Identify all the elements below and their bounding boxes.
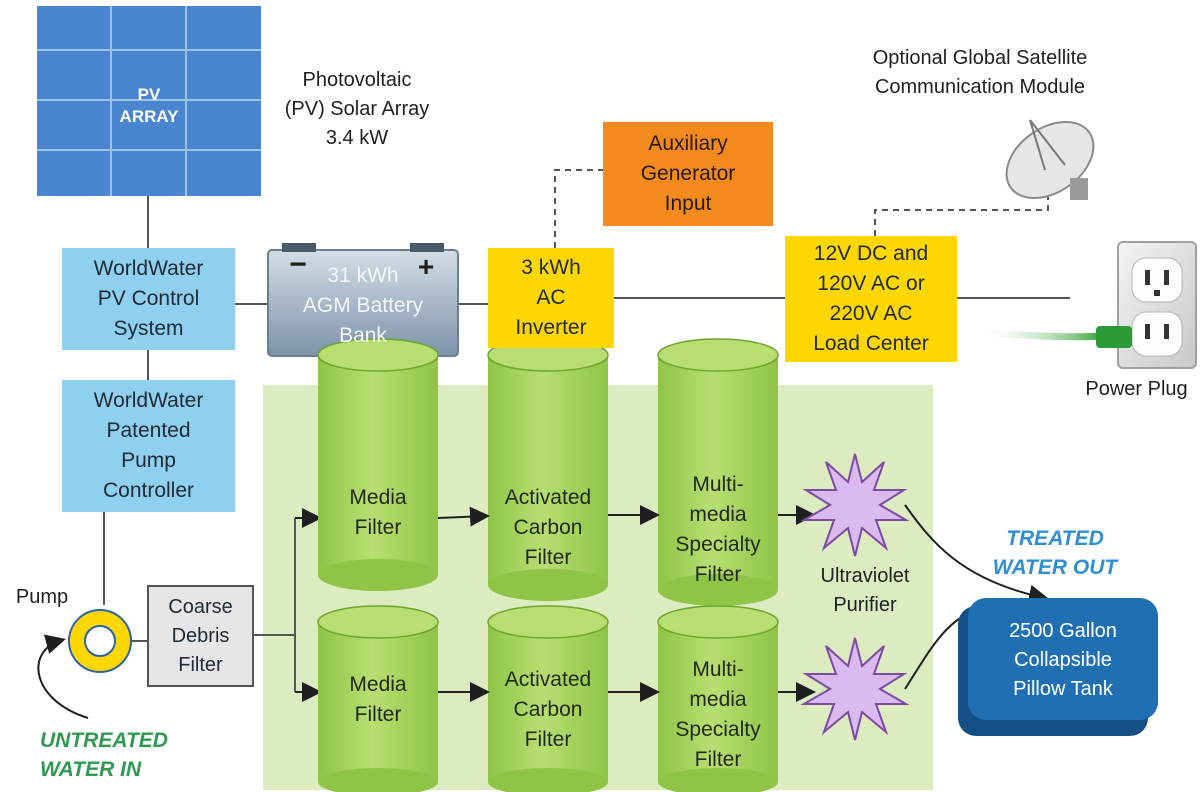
load-center-line-3: 220V AC	[829, 302, 913, 325]
pillow-tank-graphic	[958, 598, 1158, 736]
pump-controller-line-2: Patented	[106, 419, 191, 442]
pump-controller-line-1: WorldWater	[93, 389, 204, 412]
ac-inverter-box: 3 kWh AC Inverter	[488, 248, 614, 348]
load-center-line-4: Load Center	[813, 332, 929, 355]
cylinder-carbon-filter-bottom	[487, 605, 609, 792]
carbon-filter-bottom-line-2: Carbon	[513, 698, 583, 721]
cylinder-specialty-filter-top	[657, 338, 779, 606]
coarse-filter-line-3: Filter	[178, 653, 223, 676]
auxiliary-generator-box: Auxiliary Generator Input	[603, 122, 773, 226]
ultraviolet-purifier-caption: Ultraviolet Purifier	[800, 562, 930, 620]
carbon-filter-top-line-3: Filter	[524, 546, 572, 569]
carbon-filter-bottom-label: Activated Carbon Filter	[488, 665, 608, 755]
inverter-line-3: Inverter	[515, 316, 587, 339]
pump-controller-box: WorldWater Patented Pump Controller	[62, 380, 235, 512]
cylinder-specialty-filter-bottom	[657, 605, 779, 792]
power-outlet-graphic	[974, 241, 1197, 369]
media-filter-bottom-line-1: Media	[349, 673, 407, 696]
carbon-filter-top-line-2: Carbon	[513, 516, 583, 539]
battery-minus-sign: −	[289, 248, 307, 281]
untreated-line-2: WATER IN	[40, 758, 142, 781]
inverter-line-2: AC	[536, 286, 566, 309]
battery-line-3: Bank	[339, 324, 387, 347]
tank-line-3: Pillow Tank	[1013, 677, 1113, 700]
cylinder-media-filter-bottom	[317, 605, 439, 792]
specialty-filter-top-line-2: media	[689, 503, 747, 526]
untreated-line-1: UNTREATED	[40, 729, 168, 752]
uv-caption-line-1: Ultraviolet	[820, 565, 910, 587]
specialty-filter-bottom-line-4: Filter	[694, 748, 742, 771]
pv-caption-line-2: (PV) Solar Array	[284, 98, 430, 120]
media-filter-top-line-1: Media	[349, 486, 407, 509]
aux-generator-line-1: Auxiliary	[648, 132, 728, 155]
specialty-filter-top-line-1: Multi-	[692, 473, 744, 496]
satellite-caption-line-2: Communication Module	[874, 76, 1086, 98]
control-system-line-1: WorldWater	[93, 257, 204, 280]
battery-line-2: AGM Battery	[302, 294, 424, 317]
treated-water-out-label: TREATED WATER OUT	[980, 524, 1130, 582]
load-center-line-2: 120V AC or	[817, 272, 925, 295]
pv-control-system-box: WorldWater PV Control System	[62, 248, 235, 350]
carbon-filter-top-line-1: Activated	[504, 486, 592, 509]
uv-caption-line-2: Purifier	[833, 594, 897, 616]
cylinder-media-filter-top	[317, 338, 439, 591]
tank-line-2: Collapsible	[1014, 648, 1112, 671]
pump-controller-line-3: Pump	[121, 449, 176, 472]
specialty-filter-top-label: Multi- media Specialty Filter	[658, 470, 778, 590]
load-center-line-1: 12V DC and	[813, 242, 929, 265]
media-filter-bottom-line-2: Filter	[354, 703, 402, 726]
uv-purifier-top-icon	[800, 453, 910, 557]
pump-controller-line-4: Controller	[102, 479, 195, 502]
power-plug-caption: Power Plug	[1085, 378, 1188, 400]
carbon-filter-bottom-line-1: Activated	[504, 668, 592, 691]
untreated-water-in-label: UNTREATED WATER IN	[40, 726, 220, 784]
specialty-filter-bottom-line-3: Specialty	[675, 718, 761, 741]
battery-bank-label: 31 kWh AGM Battery Bank	[268, 258, 458, 354]
specialty-filter-top-line-3: Specialty	[675, 533, 761, 556]
coarse-debris-filter-box: Coarse Debris Filter	[147, 585, 254, 687]
pump-graphic	[37, 609, 132, 719]
pillow-tank-label: 2500 Gallon Collapsible Pillow Tank	[968, 605, 1158, 715]
uv-purifier-bottom-icon	[800, 637, 910, 741]
inverter-line-1: 3 kWh	[521, 256, 581, 279]
satellite-caption-line-1: Optional Global Satellite	[872, 47, 1088, 69]
treated-line-2: WATER OUT	[992, 556, 1118, 579]
load-center-box: 12V DC and 120V AC or 220V AC Load Cente…	[785, 236, 957, 362]
treated-line-1: TREATED	[1006, 527, 1104, 550]
specialty-filter-bottom-label: Multi- media Specialty Filter	[658, 655, 778, 775]
media-filter-top-label: Media Filter	[318, 483, 438, 543]
pv-caption-line-1: Photovoltaic	[302, 69, 412, 91]
control-system-line-2: PV Control	[97, 287, 200, 310]
coarse-filter-line-1: Coarse	[168, 595, 233, 618]
battery-graphic	[267, 243, 459, 357]
coarse-filter-line-2: Debris	[171, 624, 230, 647]
battery-plus-sign: +	[417, 251, 435, 282]
aux-generator-line-2: Generator	[640, 162, 736, 185]
specialty-filter-bottom-line-1: Multi-	[692, 658, 744, 681]
carbon-filter-top-label: Activated Carbon Filter	[488, 483, 608, 573]
battery-line-1: 31 kWh	[327, 264, 399, 287]
tank-line-1: 2500 Gallon	[1009, 619, 1117, 642]
control-system-line-3: System	[113, 317, 184, 340]
specialty-filter-top-line-4: Filter	[694, 563, 742, 586]
pv-solar-array-caption: Photovoltaic (PV) Solar Array 3.4 kW	[262, 66, 452, 153]
pv-caption-line-3: 3.4 kW	[325, 127, 389, 149]
satellite-module-caption: Optional Global Satellite Communication …	[830, 44, 1130, 102]
carbon-filter-bottom-line-3: Filter	[524, 728, 572, 751]
media-filter-top-line-2: Filter	[354, 516, 402, 539]
pv-array-panel	[37, 6, 261, 196]
pv-array-label-line-2: ARRAY	[119, 107, 179, 126]
pv-array-label-line-1: PV	[137, 85, 161, 104]
pv-array-label: PV ARRAY	[112, 84, 186, 128]
pump-caption: Pump	[15, 586, 69, 608]
media-filter-bottom-label: Media Filter	[318, 670, 438, 730]
aux-generator-line-3: Input	[664, 192, 712, 215]
specialty-filter-bottom-line-2: media	[689, 688, 747, 711]
satellite-dish-graphic	[1005, 119, 1095, 200]
